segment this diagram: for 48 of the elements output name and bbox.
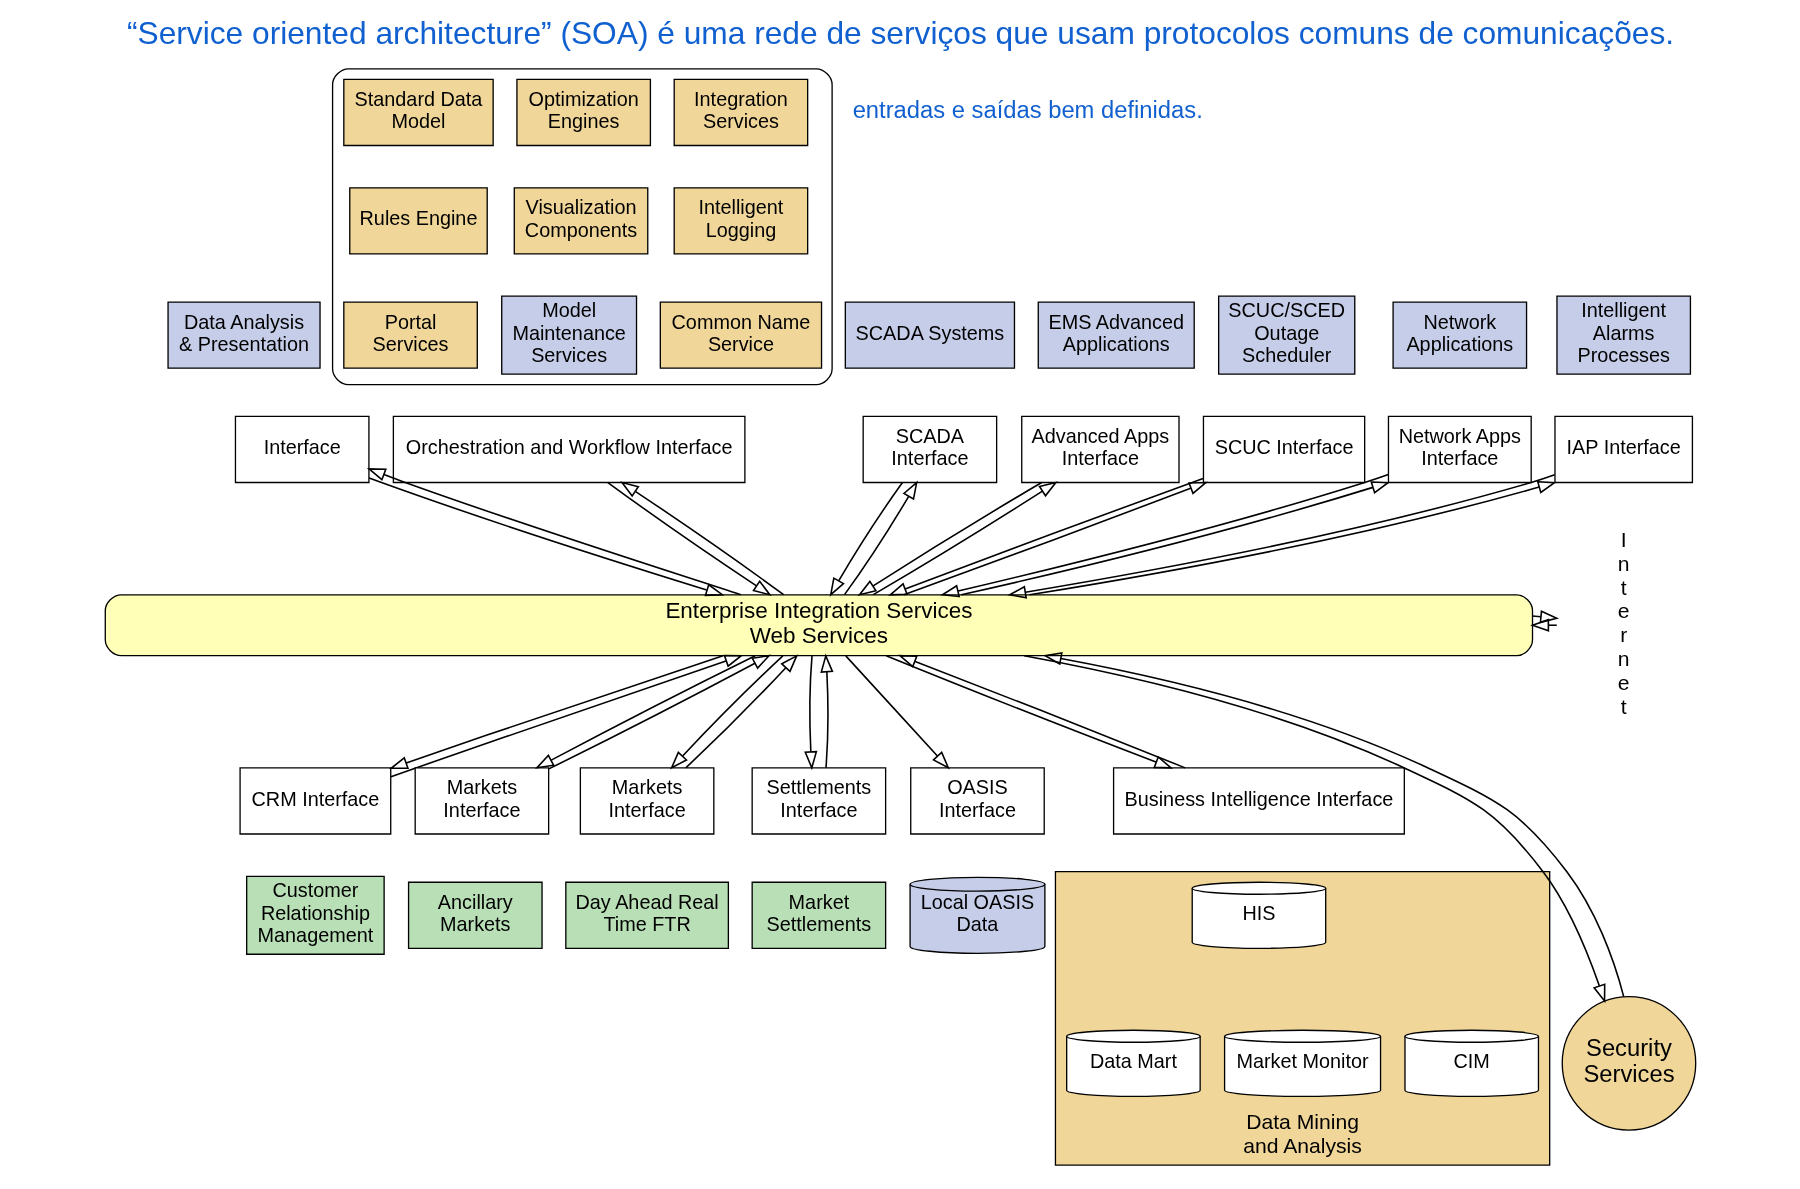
arrow [843,480,918,596]
arrow [819,653,834,769]
node-box: Intelligent Logging [673,187,808,255]
node-box: Orchestration and Workflow Interface [392,415,746,484]
node-text: Internet [1617,527,1630,718]
node-box: Network Applications [1391,301,1527,369]
node-box: Market Settlements [751,881,886,949]
cluster [331,68,833,386]
node-box: Network Apps Interface [1387,415,1532,484]
node-box: Visualization Components [513,187,648,255]
arrow [872,481,1058,596]
node-box: CRM Interface [238,767,391,835]
node-box: Interface [234,415,370,484]
node-box: SCADA Interface [862,415,997,484]
node-box: SCUC Interface [1202,415,1365,484]
node-box: OASIS Interface [909,767,1045,835]
node-box: Rules Engine [348,187,488,255]
node-box: Standard Data Model [342,78,494,147]
arrow [829,481,903,597]
diagram-title: “Service oriented architecture” (SOA) é uma rede de serviços que usam protocolos comuns de comunicações. [126,15,1674,52]
node-box: Portal Services [342,301,478,369]
arrow [857,481,1042,596]
node-box: Day Ahead Real Time FTR [564,881,729,949]
node-box: Model Maintenance Services [500,295,637,375]
arrow [844,655,950,770]
node-box: Integration Services [673,78,808,147]
node-box: Optimization Engines [515,78,651,147]
node-box: Intelligent Alarms Processes [1555,295,1691,375]
node-box: Ancillary Markets [407,881,543,949]
node-box: Enterprise Integration Services Web Services [104,594,1533,657]
node-box: Business Intelligence Interface [1112,767,1405,835]
node-box: Markets Interface [579,767,714,835]
node-box: Common Name Service [659,301,822,369]
arrow [803,655,817,771]
node-box: IAP Interface [1553,415,1693,484]
node-box: Markets Interface [414,767,549,835]
node-box: EMS Advanced Applications [1037,301,1195,369]
node-circle: Security Services [1561,995,1696,1131]
node-box: Settlements Interface [751,767,886,835]
arrow [669,655,784,770]
label: entradas e saídas bem definidas. [852,96,1203,124]
node-box: SCADA Systems [844,301,1015,369]
arrow [684,654,798,769]
node-box: Advanced Apps Interface [1020,415,1180,484]
node-box: Customer Relationship Management [245,875,385,955]
node-box: Data Analysis & Presentation [166,301,321,369]
node-box: SCUC/SCED Outage Scheduler [1217,295,1355,375]
arrow [1529,618,1558,632]
